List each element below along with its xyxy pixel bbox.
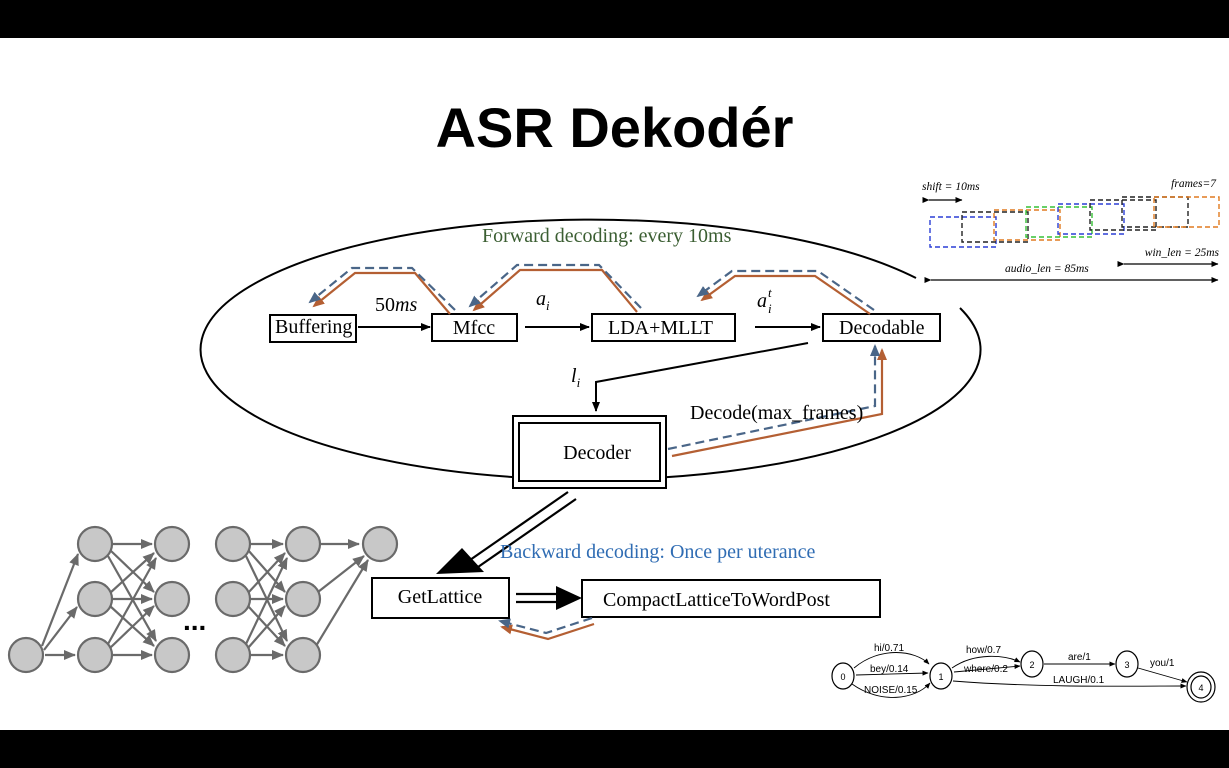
shift-label: shift = 10ms	[922, 181, 980, 193]
mfcc-label: Mfcc	[453, 317, 495, 339]
feedback-lda-mfcc	[468, 263, 642, 313]
lattice-node-1: 1	[938, 672, 943, 682]
decodable-label: Decodable	[839, 317, 925, 339]
neural-network	[40, 539, 369, 660]
arc-you: you/1	[1150, 658, 1175, 669]
arc-how: how/0.7	[966, 645, 1001, 656]
arrow-decodable-decoder	[592, 342, 809, 412]
arc-are: are/1	[1068, 652, 1091, 663]
neural-network-nodes	[7, 525, 399, 674]
forward-label: Forward decoding: every 10ms	[482, 225, 732, 247]
arc-bey: bey/0.14	[870, 664, 909, 675]
label-50ms: 50ms	[375, 294, 417, 316]
framing-inset: shift = 10ms frames=7 win_len = 25ms aud…	[922, 178, 1220, 283]
decoder-box: Decoder	[512, 415, 667, 489]
decoder-diagram: Forward decoding: every 10ms Buffering M…	[7, 178, 1220, 703]
label-ai: ai	[536, 288, 550, 313]
compact-box: CompactLatticeToWordPost	[581, 579, 881, 618]
slide: ASR Dekodér Forward decoding: eve	[0, 38, 1229, 730]
backward-label: Backward decoding: Once per uterance	[500, 541, 816, 563]
decode-call-label: Decode(max_frames)	[690, 402, 863, 424]
lattice-node-4: 4	[1198, 683, 1203, 693]
buffering-box: Buffering	[269, 314, 357, 343]
arc-noise: NOISE/0.15	[864, 685, 918, 696]
lattice-node-3: 3	[1124, 660, 1129, 670]
arc-hi: hi/0.71	[874, 643, 904, 654]
buffering-label: Buffering	[275, 316, 352, 338]
feedback-compact-getlattice	[498, 616, 595, 641]
audio-len-label: audio_len = 85ms	[1005, 263, 1089, 275]
lattice-node-0: 0	[840, 672, 845, 682]
label-ati-sub: i	[768, 301, 772, 316]
lattice-node-2: 2	[1029, 660, 1034, 670]
nn-ellipsis: ...	[183, 605, 206, 636]
getlattice-label: GetLattice	[398, 586, 483, 608]
forward-ellipse	[199, 218, 982, 481]
win-len-label: win_len = 25ms	[1145, 247, 1220, 259]
lda-box: LDA+MLLT	[591, 313, 736, 342]
compact-label: CompactLatticeToWordPost	[603, 589, 830, 611]
label-ati-sup: t	[768, 285, 772, 300]
frames-label: frames=7	[1171, 178, 1217, 190]
lda-label: LDA+MLLT	[608, 317, 713, 339]
label-ati-base: a	[757, 290, 767, 312]
double-arrow-decoder-getlattice	[436, 491, 577, 574]
arc-laugh: LAUGH/0.1	[1053, 675, 1105, 686]
getlattice-box: GetLattice	[371, 577, 510, 619]
feedback-mfcc-buffering	[308, 266, 456, 315]
lattice: 0 1 2 3 4 hi/0.71 bey/0.14 NOISE/0.15 ho…	[831, 643, 1216, 703]
arc-where: where/0.2	[963, 664, 1008, 675]
feedback-decodable-lda	[696, 269, 875, 315]
decoder-label: Decoder	[563, 442, 631, 464]
label-li: li	[571, 365, 581, 390]
double-arrow-getlattice-compact	[516, 586, 582, 610]
decode-call-arrow	[667, 344, 887, 458]
mfcc-box: Mfcc	[431, 313, 518, 342]
slide-title: ASR Dekodér	[435, 96, 794, 159]
decodable-box: Decodable	[822, 313, 941, 342]
